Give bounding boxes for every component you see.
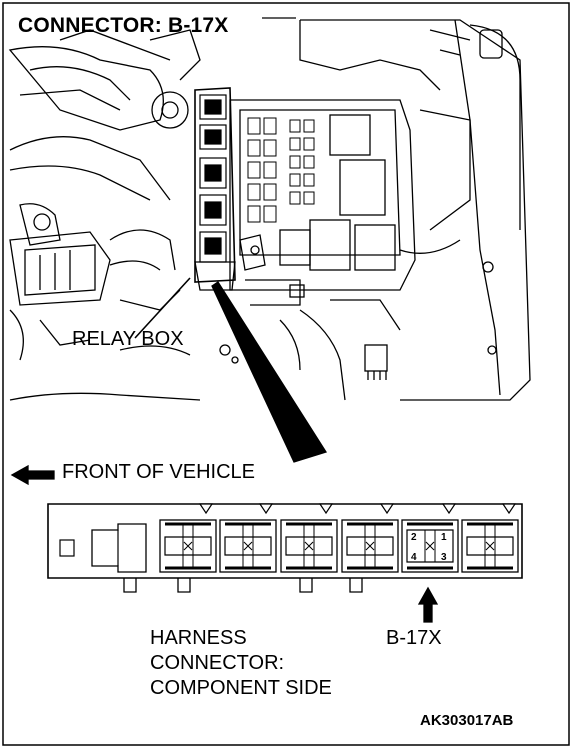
pin-label-1: 1 bbox=[441, 532, 447, 543]
relay-socket-4 bbox=[341, 503, 399, 573]
relay-socket-6 bbox=[461, 503, 519, 573]
callout-wedge bbox=[211, 281, 328, 463]
harness-label-line-3: COMPONENT SIDE bbox=[150, 677, 332, 699]
pin-label-3: 3 bbox=[441, 552, 447, 563]
diagram-title: CONNECTOR: B-17X bbox=[18, 14, 229, 37]
harness-connector-housing bbox=[47, 503, 523, 593]
harness-connector-label: HARNESS CONNECTOR: COMPONENT SIDE bbox=[150, 626, 332, 701]
relay-socket-2 bbox=[219, 503, 277, 573]
front-of-vehicle-label: FRONT OF VEHICLE bbox=[62, 461, 255, 483]
relay-socket-3 bbox=[280, 503, 338, 573]
figure-code: AK303017AB bbox=[420, 712, 514, 729]
relay-box-pointer bbox=[134, 277, 191, 339]
relay-socket-b17x bbox=[401, 503, 459, 573]
harness-label-line-2: CONNECTOR: bbox=[150, 652, 285, 674]
connector-id-label: B-17X bbox=[386, 627, 442, 649]
pin-label-2: 2 bbox=[411, 532, 417, 543]
relay-box-label: RELAY BOX bbox=[72, 328, 184, 350]
pin-label-4: 4 bbox=[411, 552, 417, 563]
relay-socket-1 bbox=[159, 503, 217, 573]
harness-label-line-1: HARNESS bbox=[150, 627, 247, 649]
front-arrow-icon bbox=[10, 464, 55, 486]
b17x-pointer-arrow-icon bbox=[417, 586, 439, 623]
